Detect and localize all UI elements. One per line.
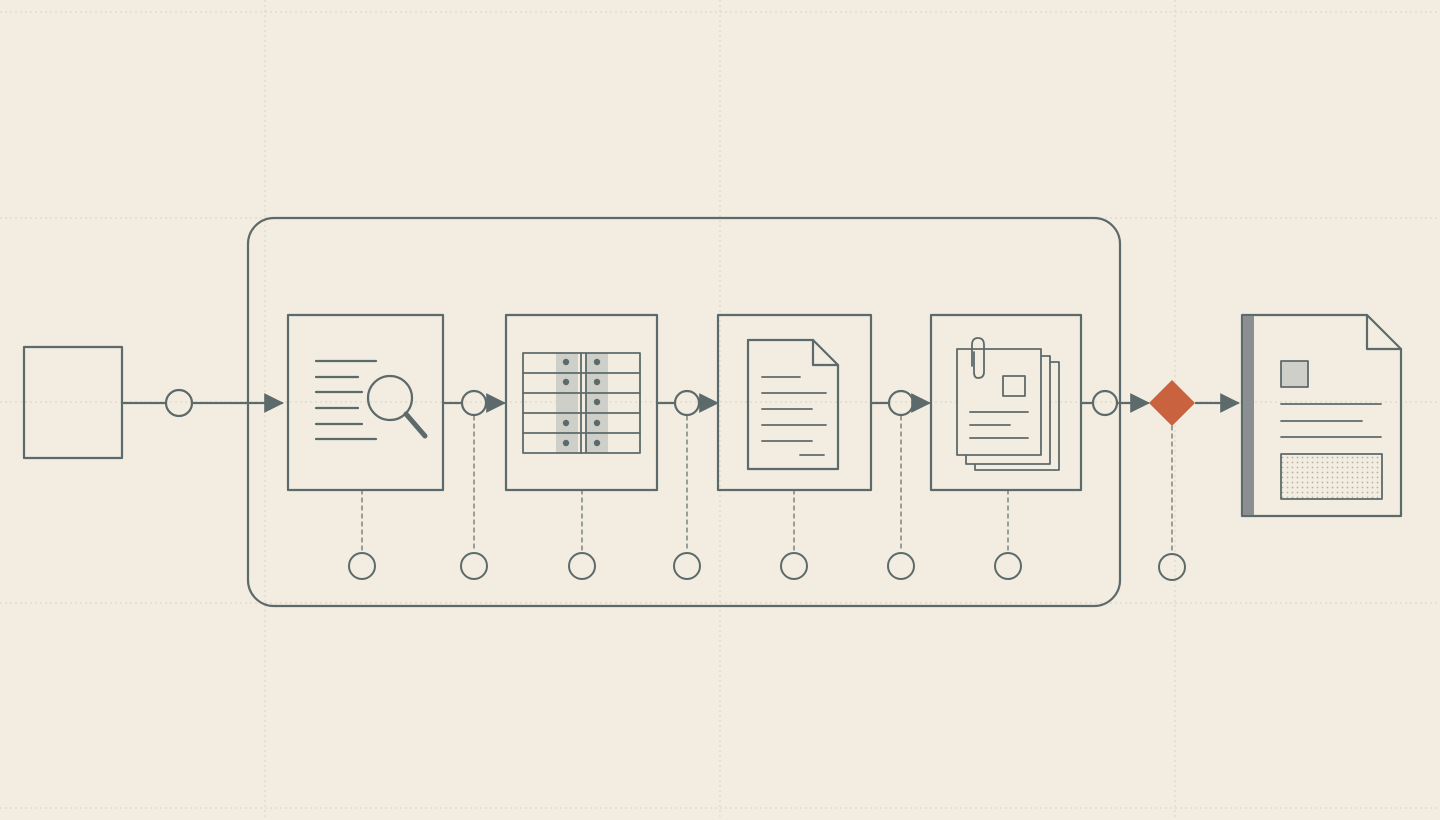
probe-node[interactable] xyxy=(348,552,376,580)
clipped-document-stack-icon xyxy=(956,337,1060,471)
probe-node[interactable] xyxy=(460,552,488,580)
server-rack-icon xyxy=(522,352,641,454)
stage-document[interactable] xyxy=(716,313,873,492)
pipeline-group-frame xyxy=(246,216,1122,608)
probe-node[interactable] xyxy=(568,552,596,580)
probe-node[interactable] xyxy=(780,552,808,580)
probe-node[interactable] xyxy=(887,552,915,580)
connector-nodes xyxy=(164,388,1119,418)
input-node[interactable] xyxy=(22,345,124,460)
stage-index[interactable] xyxy=(504,313,659,492)
connector-node[interactable] xyxy=(460,389,488,417)
magnifier-document-icon xyxy=(314,359,428,441)
probe-node[interactable] xyxy=(673,552,701,580)
decision-diamond[interactable] xyxy=(1149,380,1195,426)
connector-node[interactable] xyxy=(887,389,915,417)
report-document-icon xyxy=(1240,313,1403,518)
connector-node[interactable] xyxy=(164,388,194,418)
probe-node[interactable] xyxy=(994,552,1022,580)
output-report[interactable] xyxy=(1240,313,1403,518)
connector-node[interactable] xyxy=(1091,389,1119,417)
stage-search[interactable] xyxy=(286,313,445,492)
probe-nodes xyxy=(348,552,1186,581)
probe-lines xyxy=(361,415,1173,553)
stage-bundle[interactable] xyxy=(929,313,1083,492)
document-icon xyxy=(746,338,840,471)
probe-node[interactable] xyxy=(1158,553,1186,581)
connector-node[interactable] xyxy=(673,389,701,417)
